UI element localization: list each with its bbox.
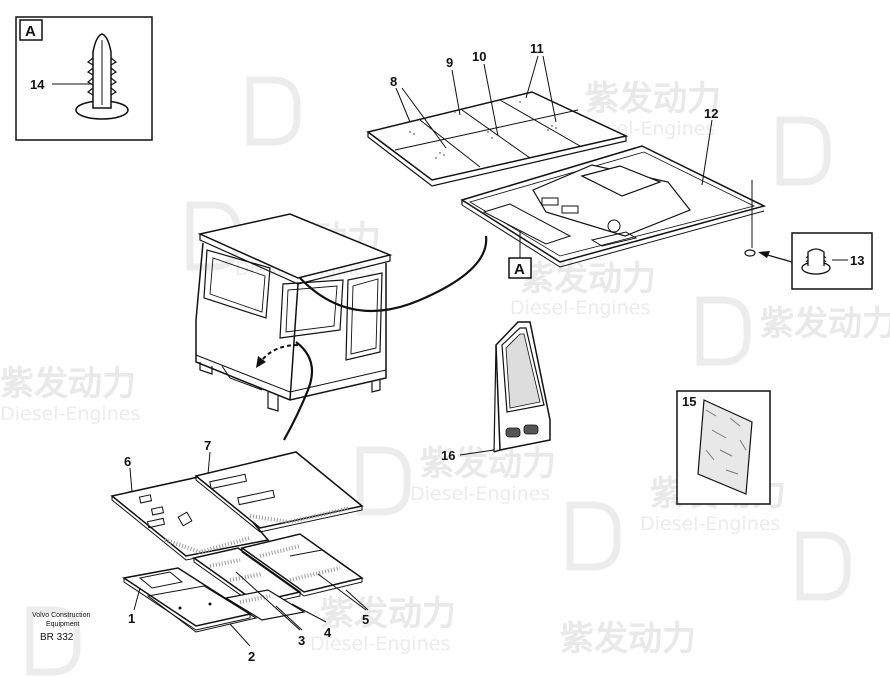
leader-7 <box>207 451 211 475</box>
leader-3a <box>235 571 301 631</box>
callout-1: 1 <box>128 611 135 626</box>
watermark-text: 紫发动力 <box>520 259 656 299</box>
leader-9 <box>451 69 461 116</box>
mat-4 <box>224 589 306 621</box>
floor-mat-7 <box>194 451 364 533</box>
leader-8a <box>395 87 411 123</box>
detail-a-ref-label: A <box>514 261 525 278</box>
callout-8: 8 <box>390 74 397 89</box>
watermark-subtext: Diesel-Engines <box>510 297 650 319</box>
leader-10 <box>483 63 499 137</box>
mat-5 <box>240 533 364 597</box>
callout-15: 15 <box>682 394 696 409</box>
detail-a-box: A 14 <box>15 16 153 141</box>
watermark-subtext: Diesel-Engines <box>310 633 450 655</box>
leader-11a <box>525 55 539 99</box>
watermark-layer: 紫发动力 Diesel-Engines 紫发动力 Diesel-Engines … <box>0 76 890 676</box>
cab-assembly <box>195 213 393 412</box>
watermark-text: 紫发动力 <box>320 594 456 634</box>
watermark-logo <box>26 606 81 676</box>
leader-1 <box>133 587 141 611</box>
leader-12 <box>701 119 713 186</box>
dashed-arrow <box>261 344 299 361</box>
callout-3: 3 <box>298 633 305 648</box>
leader-11b <box>542 55 557 123</box>
callout-16: 16 <box>441 448 455 463</box>
callout-2: 2 <box>248 649 255 664</box>
detail-13-box <box>791 232 873 290</box>
watermark-text: 紫发动力 <box>0 364 136 404</box>
clip-14-part <box>75 33 129 120</box>
fastener-small <box>744 249 756 257</box>
watermark-logo <box>566 501 621 571</box>
callout-14: 14 <box>30 77 45 92</box>
footer-company-line1: Volvo Construction <box>32 612 90 619</box>
callout-7: 7 <box>204 438 211 453</box>
watermark-text: 紫发动力 <box>760 304 890 344</box>
watermark-logo <box>776 116 831 186</box>
callout-11: 11 <box>530 41 544 56</box>
watermark-logo <box>246 76 301 146</box>
callout-6: 6 <box>124 454 131 469</box>
curve-cab-to-floor <box>283 341 314 441</box>
curve-cab-to-roof <box>299 235 488 312</box>
watermark-logo <box>696 296 751 366</box>
watermark-text: 紫发动力 <box>585 79 721 119</box>
callout-13: 13 <box>850 253 864 268</box>
watermark-logo <box>796 531 851 601</box>
headliner-panels <box>366 91 629 187</box>
leader-2 <box>229 623 251 647</box>
callout-10: 10 <box>472 49 486 64</box>
mat-2 <box>146 585 258 633</box>
callout-5: 5 <box>362 612 369 627</box>
leader-8b <box>401 87 447 149</box>
door-16 <box>493 321 551 453</box>
leader-5a <box>317 573 367 611</box>
leader-6 <box>129 467 133 493</box>
leader-4 <box>291 603 327 623</box>
watermark-subtext: Diesel-Engines <box>640 513 780 535</box>
dashed-arrow-head <box>256 356 266 368</box>
watermark-logo <box>356 446 411 516</box>
callout-9: 9 <box>446 55 453 70</box>
callout-12: 12 <box>704 106 718 121</box>
detail-a-label-box <box>19 19 43 41</box>
watermark-subtext: Diesel-Engines <box>410 483 550 505</box>
leader-3b <box>275 605 303 631</box>
arrow-13 <box>763 253 793 263</box>
roof-panel-12 <box>460 145 767 268</box>
detail-a-label: A <box>25 23 36 40</box>
leader-16 <box>459 449 495 456</box>
watermark-subtext: Diesel-Engines <box>0 403 140 425</box>
footer-company-line2: Equipment <box>46 621 80 628</box>
detail-15-box <box>676 390 771 505</box>
detail-a-ref-box <box>508 257 532 279</box>
leader-5b <box>345 589 369 611</box>
footer-code: BR 332 <box>40 632 74 643</box>
callout-4: 4 <box>324 625 332 640</box>
arrow-13-head <box>758 251 770 258</box>
watermark-text: 紫发动力 <box>560 619 696 659</box>
